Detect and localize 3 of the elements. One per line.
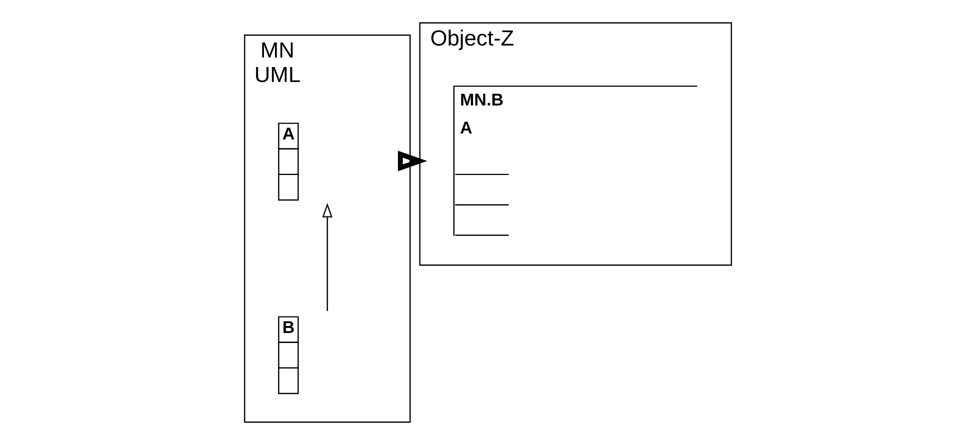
arrow [397,150,427,172]
arrow [322,202,332,312]
node-text: MN.B A [460,90,503,138]
